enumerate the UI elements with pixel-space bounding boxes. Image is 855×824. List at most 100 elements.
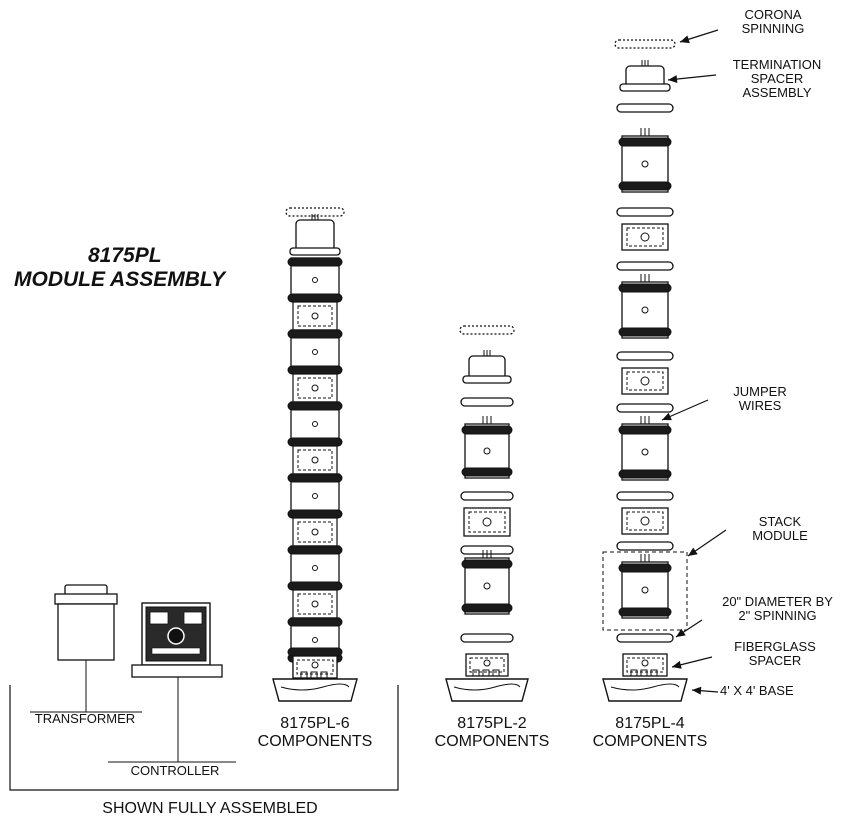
stack-dark-band	[618, 137, 672, 147]
label-termination-line3: ASSEMBLY	[742, 85, 812, 100]
assembled-module-port	[312, 421, 318, 427]
square-base	[272, 678, 358, 702]
corona-spinning	[285, 207, 345, 217]
stack-dark-band	[287, 293, 343, 303]
base-spacer-port	[483, 659, 491, 667]
stack-dark-band	[461, 559, 513, 569]
stack-dark-band	[618, 181, 672, 191]
termination-spacer-flange	[289, 247, 341, 256]
base-spacer-port	[641, 659, 649, 667]
stack-dark-band	[287, 647, 343, 657]
assembled-spacer-port	[311, 600, 319, 608]
callout-arrow-head	[668, 75, 678, 84]
assembled-spacer-inner	[297, 521, 333, 543]
assembled-spacer-inner	[297, 593, 333, 615]
transformer-body	[57, 603, 115, 661]
spinning-ring	[460, 633, 514, 643]
label-diameter-line2: 2" SPINNING	[738, 608, 817, 623]
stack-dark-band	[287, 365, 343, 375]
assembled-spacer-port	[311, 456, 319, 464]
termination-spacer-body	[295, 219, 335, 253]
square-base	[602, 678, 688, 702]
caption-pl2-line2: COMPONENTS	[434, 733, 550, 750]
label-jumper-wires: JUMPER WIRES	[710, 385, 810, 413]
controller-meter-right	[183, 611, 203, 625]
label-transformer: TRANSFORMER	[34, 711, 136, 726]
caption-shown-fully-assembled: SHOWN FULLY ASSEMBLED	[102, 800, 318, 817]
label-stack-line2: MODULE	[752, 528, 808, 543]
corona-spinning	[459, 325, 515, 335]
stack-module-port	[641, 586, 649, 594]
stack-dark-band	[287, 617, 343, 627]
base-spacer-inner	[296, 659, 334, 675]
caption-pl4-line2: COMPONENTS	[592, 733, 708, 750]
callout-arrow-head	[692, 686, 702, 695]
base-texture	[453, 683, 521, 691]
controller-display	[151, 647, 201, 655]
assembled-spacer-port	[311, 384, 319, 392]
label-termination-line1: TERMINATION	[732, 57, 822, 72]
fiberglass-spacer-port	[482, 517, 492, 527]
spinning-ring	[616, 491, 674, 501]
stack-dark-band	[287, 329, 343, 339]
callout-arrow-head	[688, 547, 698, 556]
assembled-spacer-inner	[297, 305, 333, 327]
stack-dark-band	[618, 327, 672, 337]
spinning-ring	[616, 403, 674, 413]
caption-8175pl-6: 8175PL-6 COMPONENTS	[250, 715, 380, 751]
fiberglass-spacer-inner	[626, 371, 664, 391]
assembled-spacer-inner	[297, 449, 333, 471]
base-spacer-notches	[472, 669, 500, 676]
assembled-spacer-inner	[297, 377, 333, 399]
base-texture	[610, 683, 680, 691]
spinning-ring	[616, 207, 674, 217]
callout-arrow-head	[662, 412, 672, 421]
stack-module-port	[641, 306, 649, 314]
stack-module-port	[483, 582, 491, 590]
spinning-ring	[616, 351, 674, 361]
spinning-ring	[616, 541, 674, 551]
base-spacer-inner	[469, 657, 505, 673]
base-spacer-port	[311, 661, 319, 669]
spinning-ring	[616, 261, 674, 271]
callout-arrow-head	[680, 35, 690, 44]
stack-dark-band	[461, 603, 513, 613]
stack-dark-band	[287, 581, 343, 591]
assembled-module-port	[312, 349, 318, 355]
callout-arrow-head	[672, 660, 682, 669]
label-diameter-line1: 20" DIAMETER BY	[722, 594, 833, 609]
stack-dark-band	[287, 509, 343, 519]
termination-spacer-flange	[619, 83, 671, 92]
spinning-ring	[616, 633, 674, 643]
stack-module-port	[641, 160, 649, 168]
label-stack-module: STACK MODULE	[730, 515, 830, 543]
label-termination-line2: SPACER	[750, 71, 804, 86]
caption-pl2-line1: 8175PL-2	[457, 715, 527, 732]
assembled-module-port	[312, 565, 318, 571]
assembled-module-port	[312, 493, 318, 499]
assembled-spacer-body	[292, 373, 338, 403]
fiberglass-spacer-port	[640, 232, 650, 242]
caption-8175pl-4: 8175PL-4 COMPONENTS	[580, 715, 720, 751]
label-jumper-line2: WIRES	[738, 398, 782, 413]
stack-module-highlight	[602, 551, 688, 631]
stack-dark-band	[287, 401, 343, 411]
stack-dark-band	[287, 545, 343, 555]
label-fiberglass-spacer: FIBERGLASS SPACER	[710, 640, 840, 668]
diagram-title-line1: 8175PL	[88, 244, 162, 267]
controller-stand	[131, 664, 223, 678]
base-spacer-notches	[300, 671, 328, 678]
fiberglass-spacer-inner	[626, 511, 664, 531]
label-corona-spinning: CORONA SPINNING	[718, 8, 828, 36]
spinning-ring	[460, 491, 514, 501]
stack-dark-band	[287, 257, 343, 267]
assembled-spacer-port	[311, 528, 319, 536]
label-stack-line1: STACK	[758, 514, 802, 529]
controller-knob	[167, 627, 185, 645]
label-corona-spinning-line2: SPINNING	[741, 21, 805, 36]
stack-dark-band	[618, 283, 672, 293]
stack-dark-band	[618, 563, 672, 573]
label-termination-spacer: TERMINATION SPACER ASSEMBLY	[712, 58, 842, 100]
label-diameter-spinning: 20" DIAMETER BY 2" SPINNING	[700, 595, 855, 623]
